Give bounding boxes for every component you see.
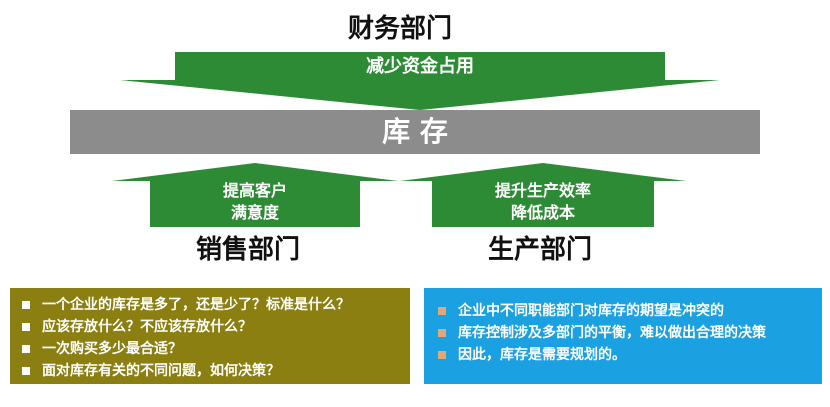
conclusion-box: 企业中不同职能部门对库存的期望是冲突的 库存控制涉及多部门的平衡，难以做出合理的… <box>424 288 822 384</box>
production-arrow-line-1: 提升生产效率 <box>494 181 591 200</box>
production-arrow-line-2: 降低成本 <box>510 203 575 222</box>
finance-down-arrow <box>120 52 720 110</box>
square-bullet-icon <box>22 323 30 331</box>
conclusion-list: 企业中不同职能部门对库存的期望是冲突的 库存控制涉及多部门的平衡，难以做出合理的… <box>434 300 818 366</box>
list-item: 企业中不同职能部门对库存的期望是冲突的 <box>434 300 818 322</box>
inventory-label: 库 存 <box>382 115 448 148</box>
sales-up-arrow <box>112 163 398 227</box>
finance-department-label: 财务部门 <box>348 14 453 44</box>
square-bullet-icon <box>22 345 30 353</box>
sales-arrow-line-1: 提高客户 <box>222 181 287 200</box>
questions-list: 一个企业的库存是多了，还是少了？标准是什么？ 应该存放什么？不应该存放什么？ 一… <box>18 294 404 382</box>
square-bullet-icon <box>438 307 446 315</box>
sales-department-label: 销售部门 <box>196 235 301 265</box>
production-up-arrow <box>400 163 686 227</box>
questions-box: 一个企业的库存是多了，还是少了？标准是什么？ 应该存放什么？不应该存放什么？ 一… <box>10 288 410 384</box>
finance-arrow-text: 减少资金占用 <box>366 56 474 77</box>
square-bullet-icon <box>22 301 30 309</box>
inventory-bar <box>70 110 760 154</box>
sales-arrow-line-2: 满意度 <box>230 203 279 222</box>
square-bullet-icon <box>22 367 30 375</box>
square-bullet-icon <box>438 329 446 337</box>
square-bullet-icon <box>438 351 446 359</box>
production-department-label: 生产部门 <box>488 235 593 265</box>
list-item: 应该存放什么？不应该存放什么？ <box>18 316 404 338</box>
list-item: 面对库存有关的不同问题，如何决策？ <box>18 360 404 382</box>
list-item: 一个企业的库存是多了，还是少了？标准是什么？ <box>18 294 404 316</box>
list-item: 库存控制涉及多部门的平衡，难以做出合理的决策 <box>434 322 818 344</box>
list-item: 一次购买多少最合适？ <box>18 338 404 360</box>
list-item: 因此，库存是需要规划的。 <box>434 344 818 366</box>
